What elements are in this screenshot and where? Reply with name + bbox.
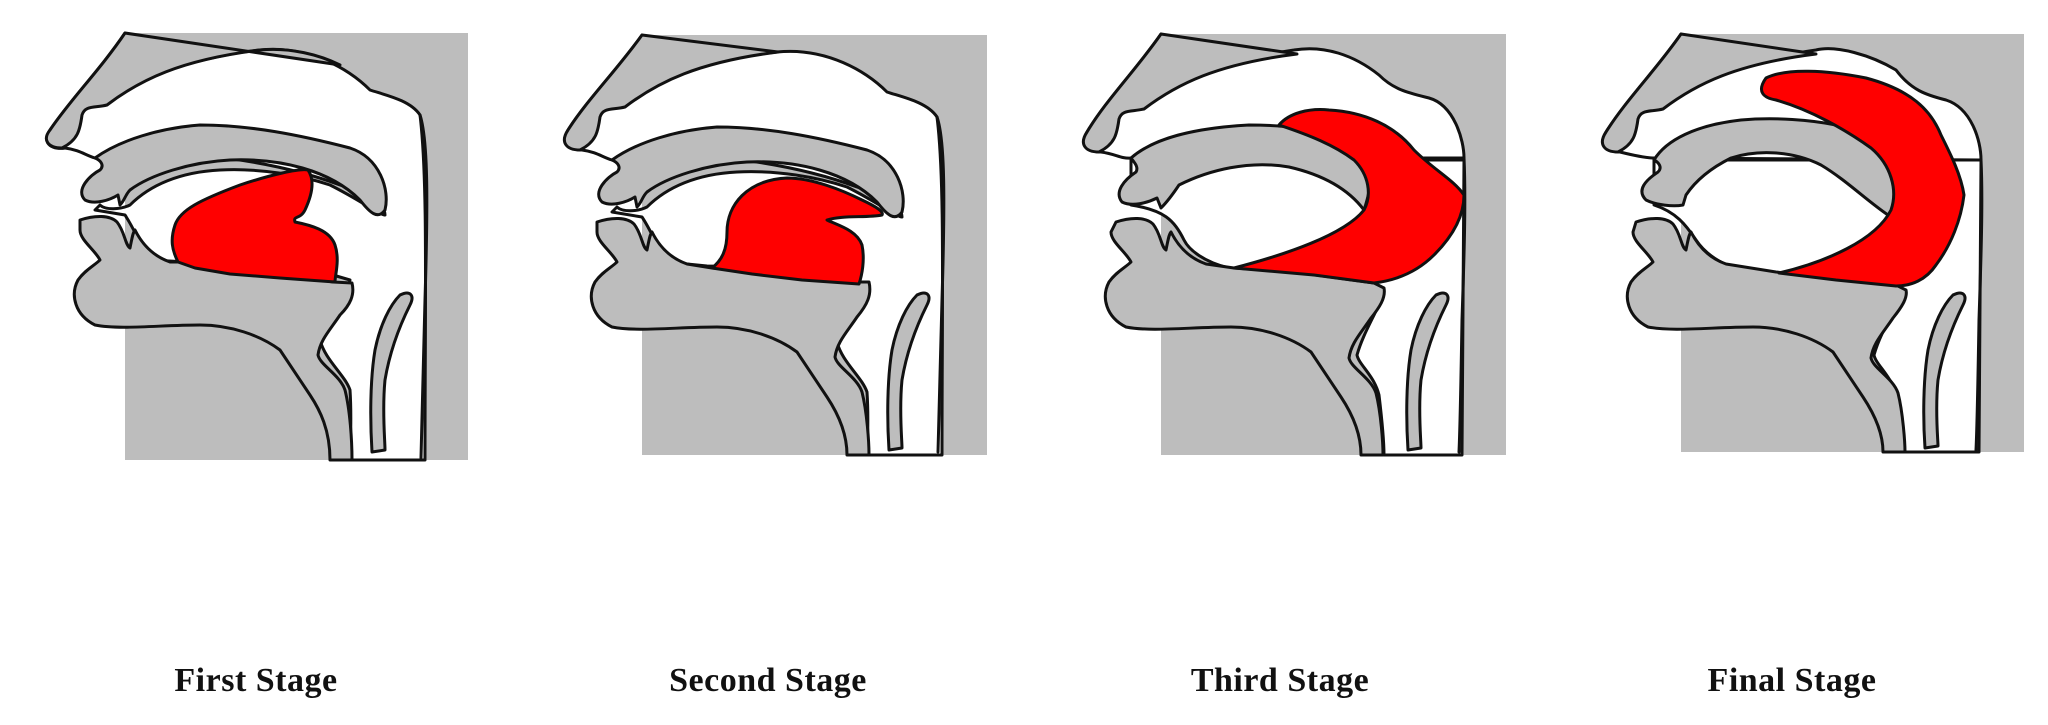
stage-label: Final Stage [1707, 662, 1877, 699]
head-cross-section-final [1601, 32, 2024, 454]
stage-panel-final: Final Stage [1536, 0, 2048, 725]
head-cross-section-third [1082, 32, 1506, 457]
stage-panel-first: First Stage [0, 0, 512, 725]
head-cross-section-first [45, 31, 468, 462]
stage-label: Third Stage [1190, 662, 1370, 699]
stage-label: First Stage [174, 662, 338, 699]
stage-label: Second Stage [669, 662, 867, 699]
stage-panel-third: Third Stage [1024, 0, 1536, 725]
head-cross-section-second [563, 33, 987, 457]
stage-panel-second: Second Stage [512, 0, 1024, 725]
